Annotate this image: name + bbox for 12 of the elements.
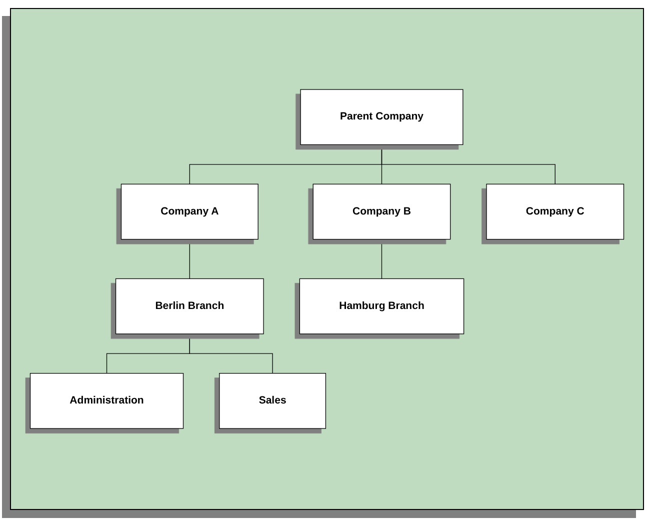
node-box bbox=[312, 184, 451, 240]
node-box bbox=[300, 89, 464, 146]
node-box bbox=[299, 278, 464, 334]
connector bbox=[189, 334, 273, 374]
connector bbox=[381, 144, 556, 184]
connector bbox=[189, 238, 190, 280]
node-box bbox=[219, 372, 326, 429]
node-box bbox=[115, 278, 264, 334]
node-box bbox=[30, 372, 184, 429]
node-box bbox=[120, 184, 258, 240]
connector bbox=[381, 238, 382, 280]
node-box bbox=[486, 184, 624, 240]
